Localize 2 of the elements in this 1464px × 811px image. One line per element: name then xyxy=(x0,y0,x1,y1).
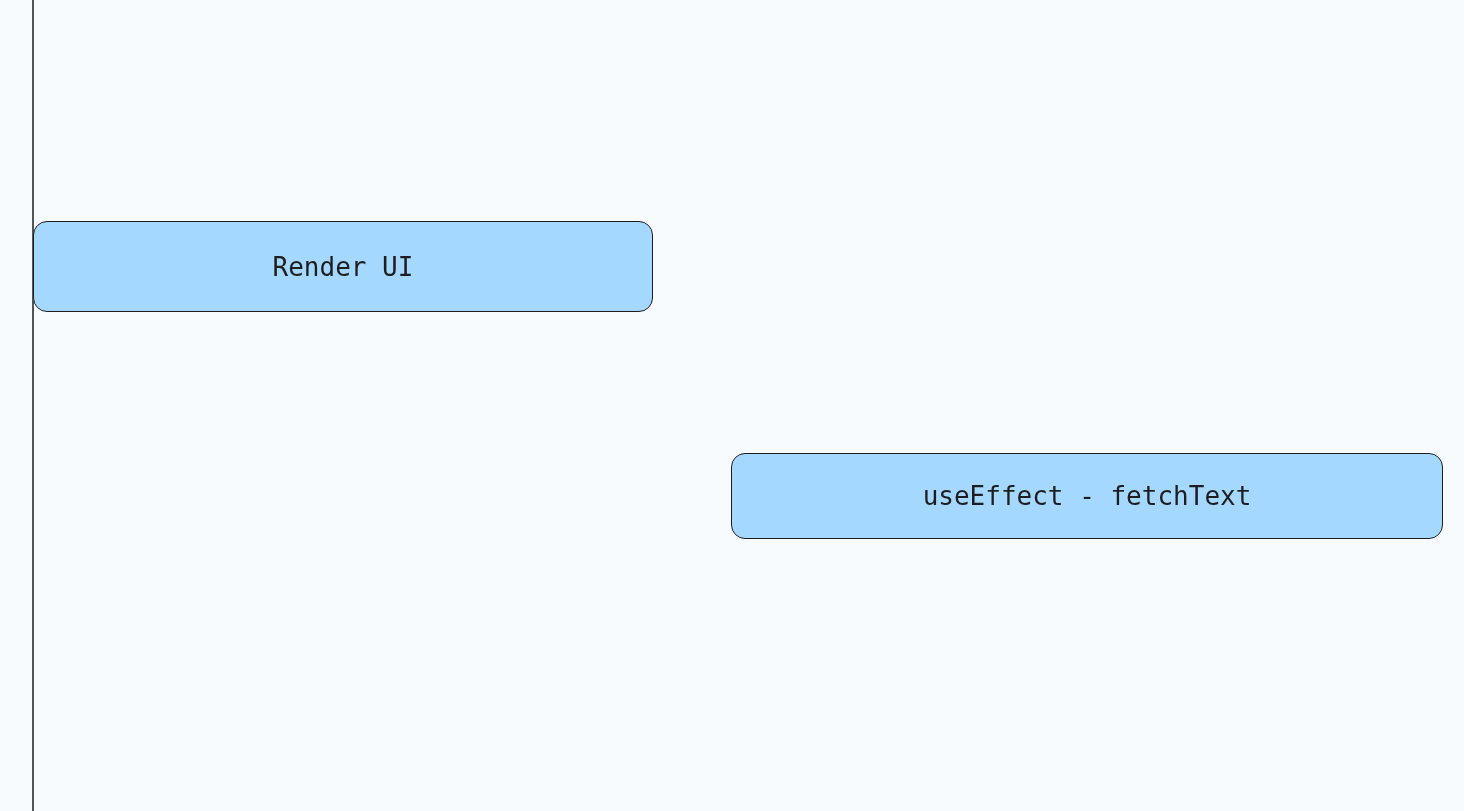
process-box: useEffect - fetchText xyxy=(731,453,1443,539)
process-box: Render UI xyxy=(33,221,653,312)
